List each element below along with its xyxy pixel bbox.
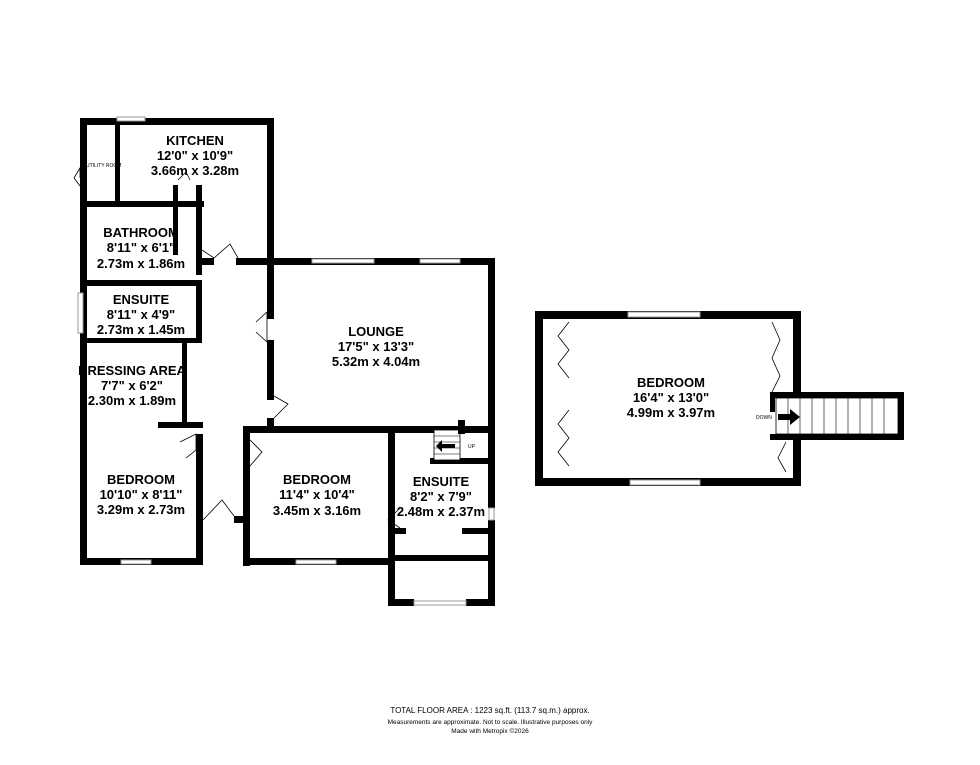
room-bedroom-1: BEDROOM 10'10" x 8'11" 3.29m x 2.73m: [97, 472, 185, 517]
bedroom2-name: BEDROOM: [283, 472, 351, 487]
lounge-imperial: 17'5" x 13'3": [338, 339, 414, 354]
bedroom-upper-metric: 4.99m x 3.97m: [627, 405, 715, 420]
ensuite1-metric: 2.73m x 1.45m: [97, 322, 185, 337]
upper-floor-windows: [627, 311, 701, 486]
kitchen-metric: 3.66m x 3.28m: [151, 163, 239, 178]
room-ensuite-1: ENSUITE 8'11" x 4'9" 2.73m x 1.45m: [97, 292, 185, 337]
down-arrow-icon: [778, 409, 800, 425]
ground-stairs: UP: [433, 420, 476, 461]
ensuite2-imperial: 8'2" x 7'9": [410, 489, 472, 504]
stairs-down-label: DOWN: [756, 415, 772, 421]
upper-floor-doors: [557, 321, 787, 473]
dressing-metric: 2.30m x 1.89m: [88, 393, 176, 408]
ground-floor-windows: [77, 116, 495, 606]
bedroom-upper-name: BEDROOM: [637, 375, 705, 390]
bedroom1-name: BEDROOM: [107, 472, 175, 487]
bathroom-imperial: 8'11" x 6'1": [107, 240, 175, 255]
room-bedroom-upper: BEDROOM 16'4" x 13'0" 4.99m x 3.97m: [627, 375, 715, 420]
bedroom-upper-imperial: 16'4" x 13'0": [633, 390, 709, 405]
bedroom2-imperial: 11'4" x 10'4": [279, 487, 355, 502]
upper-stairs: DOWN: [756, 397, 899, 435]
room-ensuite-2: ENSUITE 8'2" x 7'9" 2.48m x 2.37m: [397, 474, 485, 519]
credit-text: Made with Metropix ©2026: [451, 728, 529, 735]
kitchen-name: KITCHEN: [166, 133, 224, 148]
ensuite1-name: ENSUITE: [113, 292, 170, 307]
utility-room-label: UTILITY ROOM: [86, 163, 121, 169]
ground-floor-doors: [73, 166, 401, 529]
ensuite2-metric: 2.48m x 2.37m: [397, 504, 485, 519]
lounge-metric: 5.32m x 4.04m: [332, 354, 420, 369]
room-lounge: LOUNGE 17'5" x 13'3" 5.32m x 4.04m: [332, 324, 420, 369]
room-dressing-area: DRESSING AREA 7'7" x 6'2" 2.30m x 1.89m: [78, 363, 186, 408]
bedroom1-metric: 3.29m x 2.73m: [97, 502, 185, 517]
total-floor-area: TOTAL FLOOR AREA : 1223 sq.ft. (113.7 sq…: [390, 706, 590, 715]
kitchen-imperial: 12'0" x 10'9": [157, 148, 233, 163]
room-kitchen: KITCHEN 12'0" x 10'9" 3.66m x 3.28m: [151, 133, 239, 178]
bedroom2-metric: 3.45m x 3.16m: [273, 503, 361, 518]
bedroom1-imperial: 10'10" x 8'11": [100, 487, 183, 502]
ensuite2-name: ENSUITE: [413, 474, 470, 489]
dressing-imperial: 7'7" x 6'2": [101, 378, 163, 393]
ground-floor-walls: [80, 118, 495, 606]
stairs-up-label: UP: [468, 444, 476, 450]
ensuite1-imperial: 8'11" x 4'9": [107, 307, 175, 322]
lounge-name: LOUNGE: [348, 324, 404, 339]
bathroom-metric: 2.73m x 1.86m: [97, 256, 185, 271]
up-arrow-icon: [436, 440, 455, 452]
room-bedroom-2: BEDROOM 11'4" x 10'4" 3.45m x 3.16m: [273, 472, 361, 518]
dressing-name: DRESSING AREA: [78, 363, 186, 378]
room-bathroom: BATHROOM 8'11" x 6'1" 2.73m x 1.86m: [97, 225, 185, 271]
bathroom-name: BATHROOM: [103, 225, 179, 240]
disclaimer-text: Measurements are approximate. Not to sca…: [387, 719, 593, 726]
